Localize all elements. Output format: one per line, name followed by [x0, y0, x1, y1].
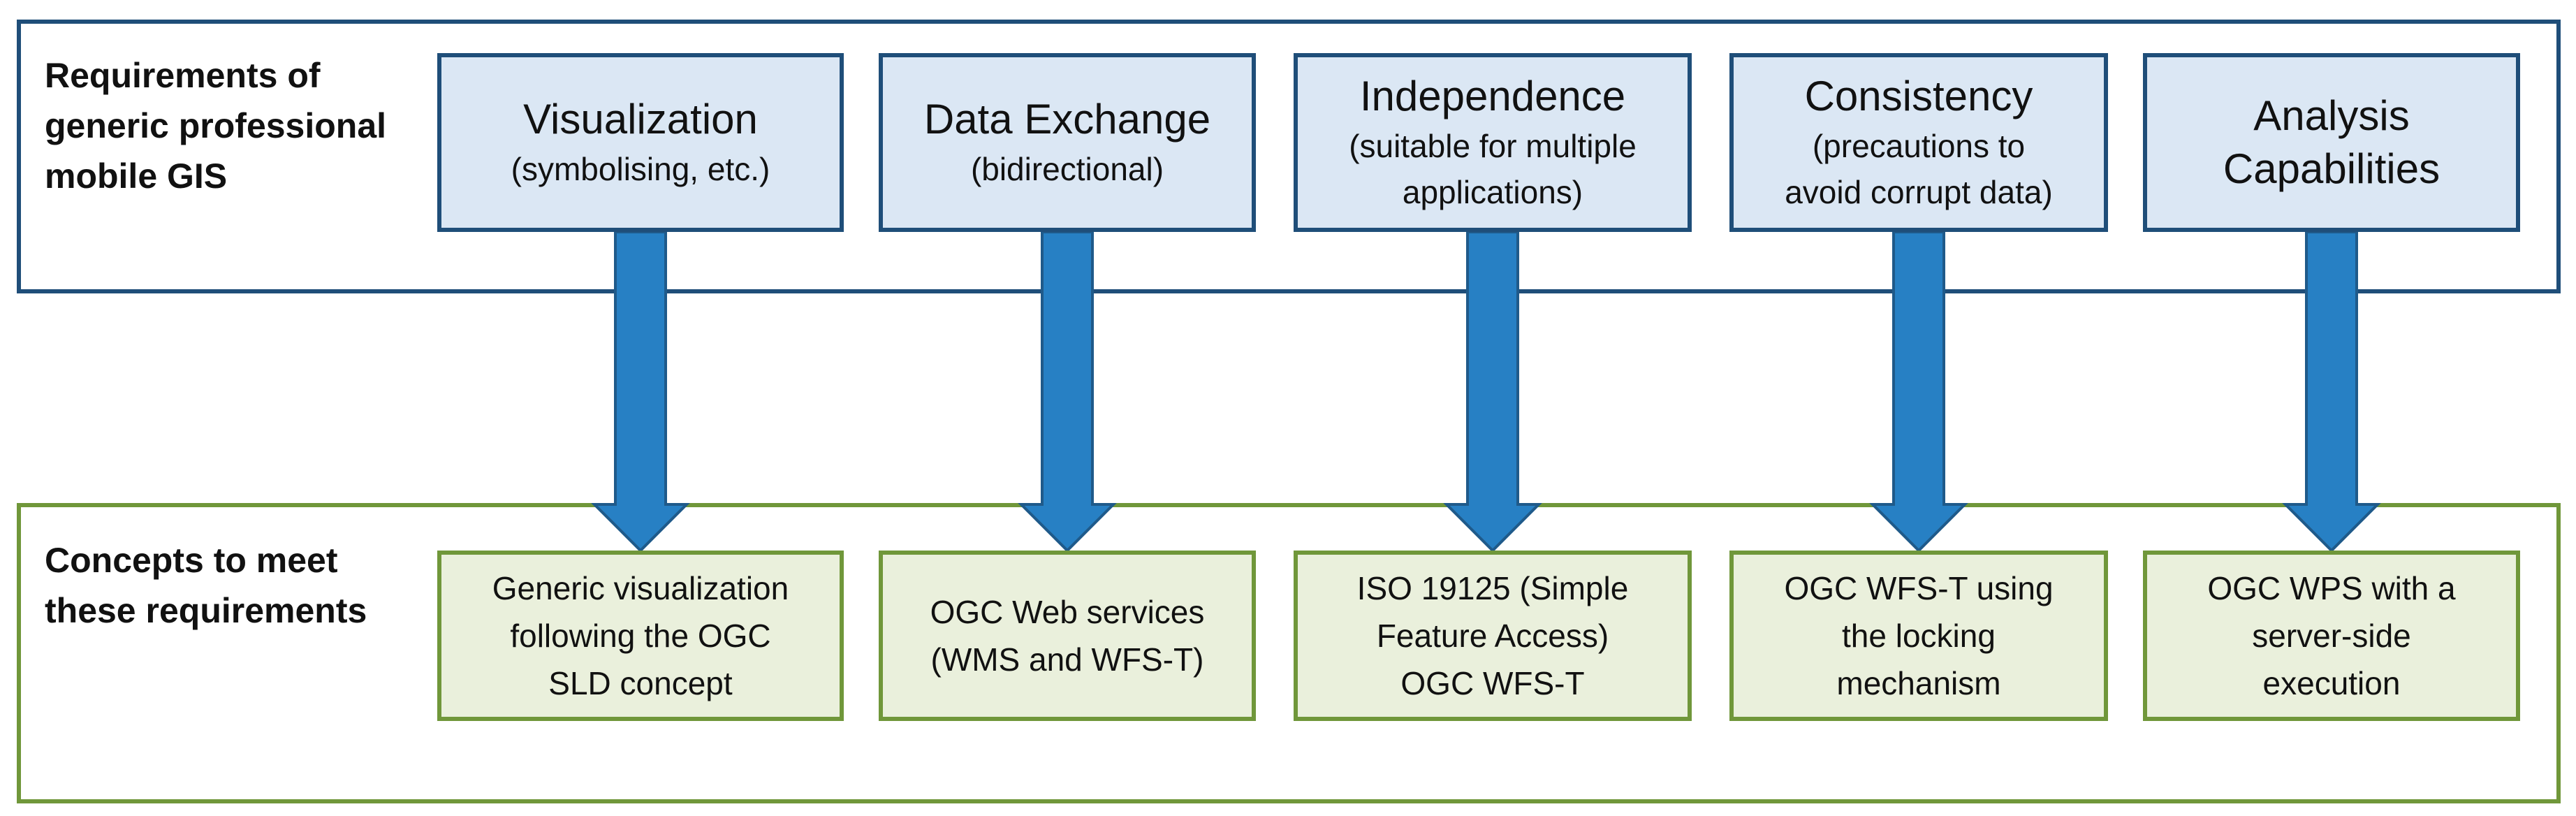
requirement-box-visualization: Visualization (symbolising, etc.): [437, 53, 844, 232]
arrow-data-exchange: [1018, 231, 1117, 553]
concept-text: OGC WPS with a server-side execution: [2207, 570, 2456, 701]
concept-box-analysis-capabilities: OGC WPS with a server-side execution: [2143, 551, 2520, 721]
concept-text: OGC WFS-T using the locking mechanism: [1784, 570, 2054, 701]
arrow-visualization: [591, 231, 690, 553]
concept-text: ISO 19125 (Simple Feature Access) OGC WF…: [1356, 570, 1629, 701]
concepts-frame: [17, 503, 2561, 803]
requirement-box-consistency: Consistency (precautions to avoid corrup…: [1729, 53, 2108, 232]
requirement-box-analysis-capabilities: Analysis Capabilities: [2143, 53, 2520, 232]
requirement-title: Consistency: [1804, 73, 2033, 119]
requirement-title: Analysis Capabilities: [2223, 92, 2440, 192]
concept-box-data-exchange: OGC Web services (WMS and WFS-T): [879, 551, 1256, 721]
requirement-title: Independence: [1359, 73, 1626, 119]
concepts-label: Concepts to meet these requirements: [45, 541, 367, 630]
requirements-label: Requirements of generic professional mob…: [45, 56, 387, 196]
concept-text: Generic visualization following the OGC …: [492, 570, 789, 701]
requirement-title: Visualization: [523, 96, 758, 143]
concept-box-visualization: Generic visualization following the OGC …: [437, 551, 844, 721]
arrow-analysis-capabilities: [2282, 231, 2381, 553]
requirement-box-data-exchange: Data Exchange (bidirectional): [879, 53, 1256, 232]
requirements-frame: [17, 20, 2561, 293]
requirement-subtitle: (symbolising, etc.): [511, 151, 770, 187]
concept-box-consistency: OGC WFS-T using the locking mechanism: [1729, 551, 2108, 721]
concept-text: OGC Web services (WMS and WFS-T): [930, 594, 1205, 678]
requirement-subtitle: (bidirectional): [970, 151, 1164, 187]
arrow-consistency: [1869, 231, 1968, 553]
requirement-box-independence: Independence (suitable for multiple appl…: [1294, 53, 1692, 232]
requirement-subtitle: (precautions to avoid corrupt data): [1785, 128, 2053, 210]
requirement-subtitle: (suitable for multiple applications): [1349, 128, 1637, 210]
requirement-title: Data Exchange: [923, 96, 1211, 143]
concept-box-independence: ISO 19125 (Simple Feature Access) OGC WF…: [1294, 551, 1692, 721]
arrow-independence: [1443, 231, 1542, 553]
